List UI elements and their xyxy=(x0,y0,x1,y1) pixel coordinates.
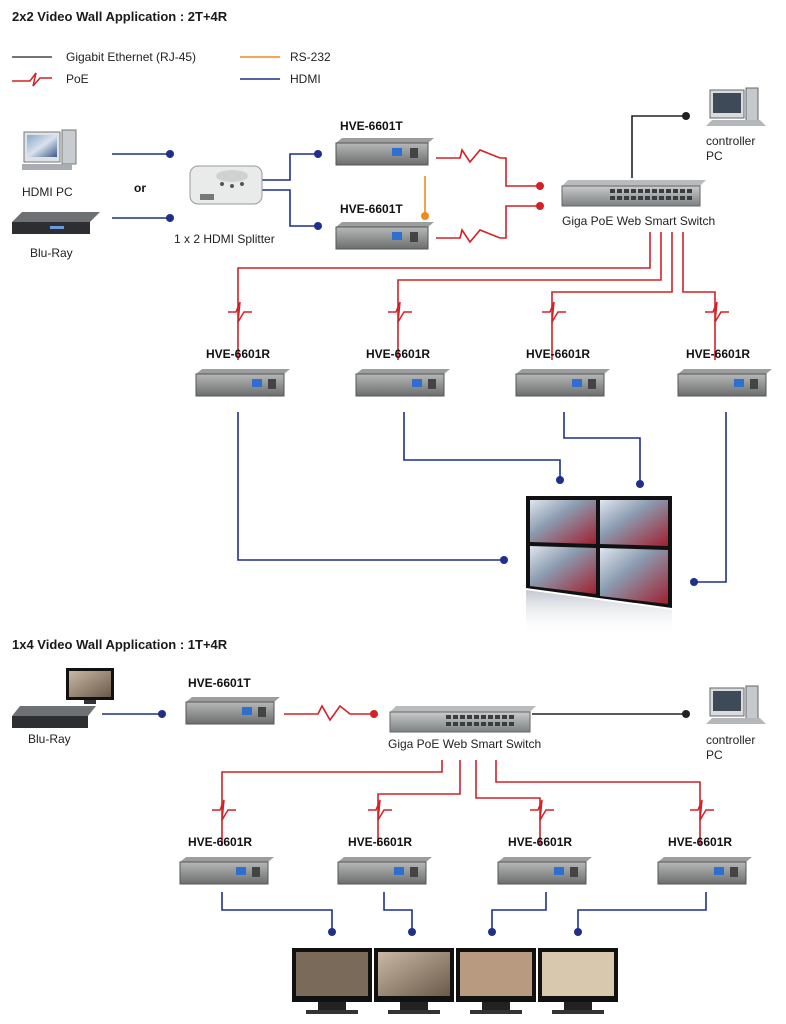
receivers-2-images xyxy=(179,857,752,885)
section1-poe-bolts xyxy=(228,301,729,323)
legend-poe-bolt xyxy=(12,72,52,87)
switch-1-label: Giga PoE Web Smart Switch xyxy=(562,214,716,228)
bluray-player-image xyxy=(12,212,100,234)
section2-connector-dots xyxy=(158,710,690,936)
section1-connector-dots xyxy=(166,112,698,586)
legend-hdmi-label: HDMI xyxy=(290,72,321,86)
hdmi-pc-image xyxy=(22,129,77,170)
or-label: or xyxy=(134,181,146,195)
switch-2-label: Giga PoE Web Smart Switch xyxy=(388,737,542,751)
transmitter-2-label: HVE-6601T xyxy=(340,202,403,216)
controller-2-label: controller xyxy=(706,733,756,747)
receiver-1-4-label: HVE-6601R xyxy=(686,347,751,361)
switch-2-image xyxy=(389,706,536,733)
splitter-label: 1 x 2 HDMI Splitter xyxy=(174,232,275,246)
controller-1-label: controller xyxy=(706,134,756,148)
receiver-2-4-label: HVE-6601R xyxy=(668,835,733,849)
transmitter-1-image xyxy=(335,138,434,166)
legend-rs232-label: RS-232 xyxy=(290,50,331,64)
legend-ethernet-label: Gigabit Ethernet (RJ-45) xyxy=(66,50,197,64)
bluray-with-tv-image xyxy=(12,668,114,728)
receiver-1-3-label: HVE-6601R xyxy=(526,347,591,361)
transmitter-2-image xyxy=(335,222,434,250)
receiver-2-2-label: HVE-6601R xyxy=(348,835,413,849)
transmitter-s2-image xyxy=(185,697,280,725)
bluray-label: Blu-Ray xyxy=(30,246,73,260)
hdmi-pc-label: HDMI PC xyxy=(22,185,73,199)
receivers-1-images xyxy=(195,369,772,397)
section2-title: 1x4 Video Wall Application : 1T+4R xyxy=(12,637,228,652)
video-wall-2x2-image xyxy=(526,496,672,636)
transmitter-1-label: HVE-6601T xyxy=(340,119,403,133)
controller-pc-1-image xyxy=(706,87,766,126)
receiver-2-3-label: HVE-6601R xyxy=(508,835,573,849)
switch-1-image xyxy=(561,180,706,207)
receiver-1-2-label: HVE-6601R xyxy=(366,347,431,361)
legend xyxy=(12,56,280,87)
hdmi-splitter-image xyxy=(189,165,263,205)
video-wall-1x4-image xyxy=(292,948,618,1014)
transmitter-s2-label: HVE-6601T xyxy=(188,676,251,690)
receiver-1-1-label: HVE-6601R xyxy=(206,347,271,361)
legend-poe-label: PoE xyxy=(66,72,89,86)
bluray-2-label: Blu-Ray xyxy=(28,732,71,746)
controller-2-pc-label: PC xyxy=(706,748,723,762)
section1-title: 2x2 Video Wall Application : 2T+4R xyxy=(12,9,228,24)
section2-poe-bolts xyxy=(212,799,714,821)
controller-1-pc-label: PC xyxy=(706,149,723,163)
receiver-2-1-label: HVE-6601R xyxy=(188,835,253,849)
controller-pc-2-image xyxy=(706,685,766,724)
